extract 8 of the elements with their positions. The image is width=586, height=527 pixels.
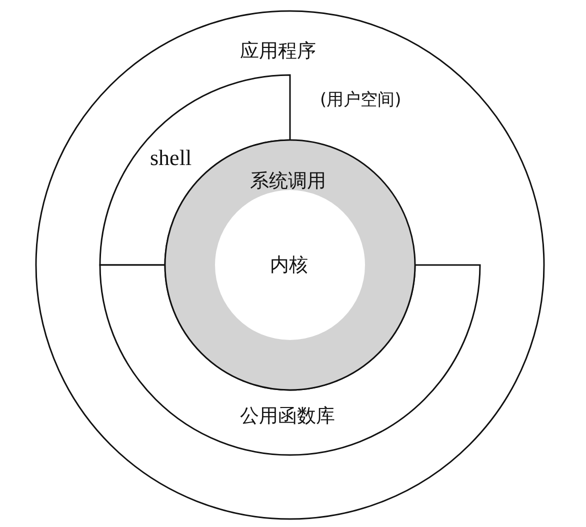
- layer-label: 系统调用: [250, 169, 326, 194]
- layer-label: shell: [150, 145, 192, 171]
- kernel-circle: [215, 190, 365, 340]
- layer-label: 公用函数库: [240, 404, 335, 429]
- layer-label: 内核: [270, 253, 308, 278]
- layer-label: (用户空间): [320, 89, 402, 111]
- layer-label: 应用程序: [240, 39, 316, 64]
- outer-circle: [35, 10, 545, 520]
